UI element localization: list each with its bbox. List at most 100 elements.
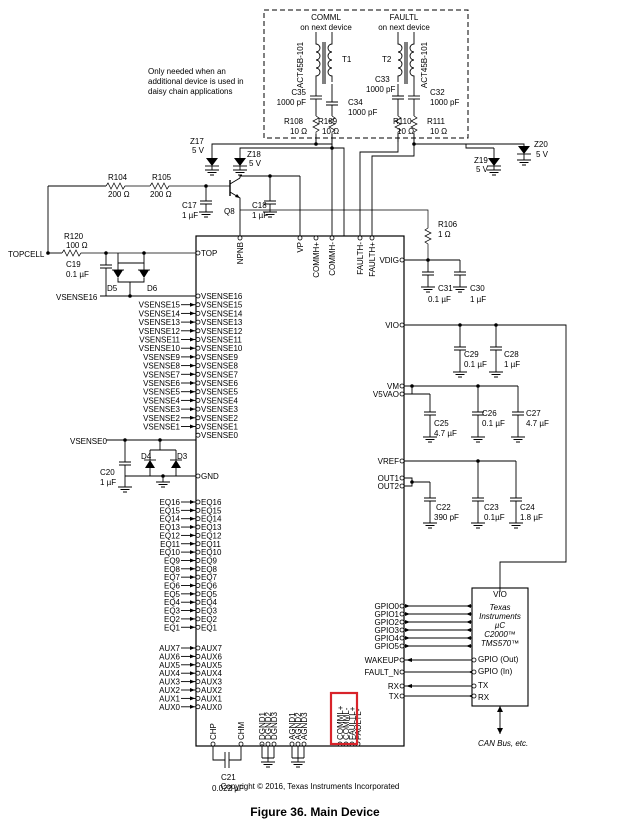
left-pin-label: EQ5 [201,590,218,599]
left-net-label: VSENSE6 [143,379,180,388]
left-net-label: EQ10 [160,548,181,557]
right-pin-label: GPIO0 [375,602,400,611]
left-pin-dot [195,696,201,701]
right-pin-dot [399,475,405,481]
left-pin-label: AUX5 [201,661,222,670]
left-pin-dot [195,624,201,630]
bottom-pin-label: DGND2 [264,711,273,740]
resistor-r108 [312,115,320,142]
left-net-label: VSENSE1 [143,423,180,432]
mcu-pin-dot [471,657,477,663]
left-pin-label: EQ15 [201,506,222,515]
z17-value: 5 V [192,146,205,155]
mcu-pin-gpio-in: GPIO (In) [478,667,513,676]
right-pin-label: GPIO3 [375,626,400,635]
left-net-arrow [190,508,195,513]
d5-ref: D5 [107,284,118,293]
bottom-pin-dot [271,741,277,747]
left-pin-dot [195,574,201,580]
mcu-pin-dot [471,683,477,689]
left-net-label: AUX5 [159,661,180,670]
d3-ref: D3 [177,452,188,461]
left-net-label: EQ6 [164,582,181,591]
left-net-arrow [190,616,195,621]
c31-ref: C31 [438,284,453,293]
left-net-arrow [190,591,195,596]
c23-ref: C23 [484,503,499,512]
r108-value: 10 Ω [290,127,307,136]
left-net-label: VSENSE5 [143,388,180,397]
left-net-label: EQ15 [160,506,181,515]
bottom-pin-label: COMML- [342,707,351,740]
left-pin-dot [195,432,201,438]
right-pin-dot [399,683,405,689]
topcell-net: TOPCELL [8,250,45,259]
left-pin-label: VSENSE2 [201,414,238,423]
left-net-label: VSENSE2 [143,414,180,423]
r111-ref: R111 [427,117,445,126]
z19-value: 5 V [476,165,489,174]
bottom-pin-label: FAULTL- [354,708,363,740]
bottom-pin-dot [265,741,271,747]
left-net-label: VSENSE4 [143,396,180,405]
left-net-arrow [190,354,195,359]
left-net-label: VSENSE11 [139,336,180,345]
r110-value: 10 Ω [397,127,414,136]
left-pin-label: VSENSE14 [201,309,243,318]
faultl-label: FAULTL [390,13,419,22]
left-net-arrow [190,389,195,394]
bottom-pin-label: CHP [209,723,218,740]
top-pin-label: COMMH+ [312,242,321,278]
left-net-label: EQ4 [164,598,181,607]
left-net-label: EQ16 [160,498,181,507]
comml-sublabel: on next device [300,23,352,32]
left-pin-dot [195,662,201,668]
left-pin-dot [195,345,201,351]
left-net-label: EQ13 [160,523,181,532]
left-pin-dot [195,591,201,597]
left-pin-dot [195,371,201,377]
left-net-label: VSENSE3 [143,405,180,414]
left-pin-label: VSENSE1 [201,423,238,432]
c18-ref: C18 [252,201,267,210]
left-net-label: AUX0 [159,703,180,712]
d4-ref: D4 [141,452,152,461]
left-pin-dot [195,558,201,563]
left-pin-dot [195,608,201,613]
left-net-arrow [190,525,195,530]
rx-arrow [406,684,412,688]
right-pin-label: VIO [385,321,399,330]
left-pin-dot [195,424,201,429]
top-pin-label: NPNB [236,242,245,264]
left-pin-label: GND [201,472,219,481]
left-pin-label: AUX1 [201,694,222,703]
mcu-pin-dot [471,669,477,675]
faultl-sublabel: on next device [378,23,430,32]
mcu-line-2: Instruments [479,612,521,621]
left-pin-label: AUX4 [201,669,222,678]
left-pin-label: VSENSE8 [201,362,238,371]
daisy-chain-box [263,9,469,139]
top-pin-label: COMMH- [328,242,337,276]
left-pin-dot [195,415,201,421]
left-net-arrow [190,533,195,538]
c20-ref: C20 [100,468,115,477]
left-pin-dot [195,397,201,403]
r108-ref: R108 [284,117,304,126]
r105-ref: R105 [152,173,172,182]
left-pin-dot [195,583,201,588]
right-pin-label: OUT1 [378,474,400,483]
bottom-pin-label: AGND3 [300,712,309,740]
c32-ref: C32 [430,88,445,97]
copyright-text: Copyright © 2016, Texas Instruments Inco… [221,782,400,791]
left-net-label: AUX4 [159,669,180,678]
c22-ref: C22 [436,503,451,512]
left-pin-label: TOP [201,249,217,258]
zener-z20 [517,146,531,160]
left-pin-dot [195,704,201,710]
c34-value: 1000 pF [348,108,377,117]
right-pin-dot [399,322,405,328]
left-pin-dot [195,328,201,334]
mcu-pin-tx: TX [478,681,489,690]
